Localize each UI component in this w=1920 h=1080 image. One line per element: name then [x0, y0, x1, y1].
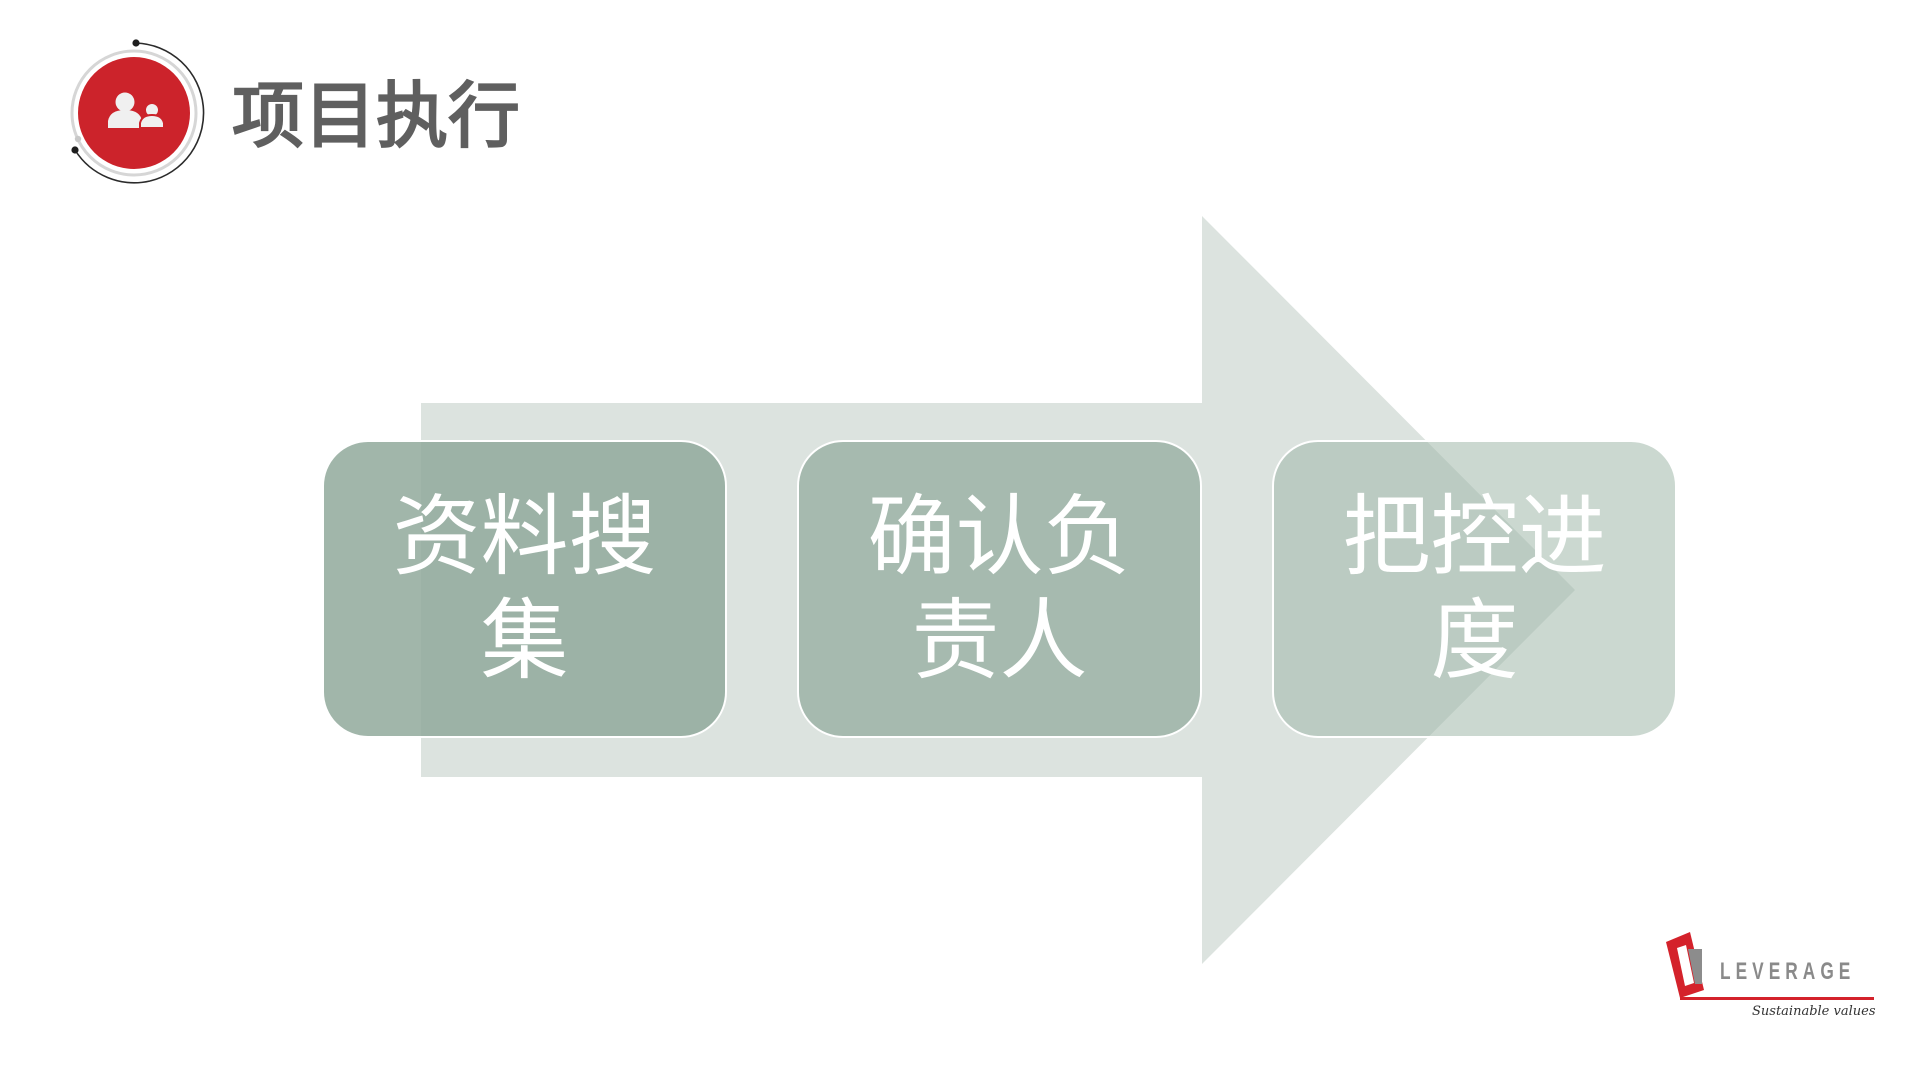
step-label: 确认负责人: [867, 485, 1132, 692]
step-box-2: 确认负责人: [797, 440, 1202, 738]
logo-mark-icon: [1666, 932, 1704, 998]
step-box-3: 把控进度: [1272, 440, 1677, 738]
page-title: 项目执行: [232, 74, 521, 158]
company-logo: LEVERAGE Sustainable values: [1660, 928, 1890, 1028]
badge-graphic: [70, 39, 205, 184]
step-label: 资料搜集: [392, 485, 657, 692]
logo-underline: [1680, 997, 1874, 1000]
users-icon: [108, 92, 165, 129]
step-box-1: 资料搜集: [322, 440, 727, 738]
logo-tagline: Sustainable values: [1752, 1004, 1876, 1019]
header-badge: [60, 38, 210, 188]
logo-wordmark: LEVERAGE: [1720, 958, 1856, 985]
step-label: 把控进度: [1342, 485, 1607, 692]
